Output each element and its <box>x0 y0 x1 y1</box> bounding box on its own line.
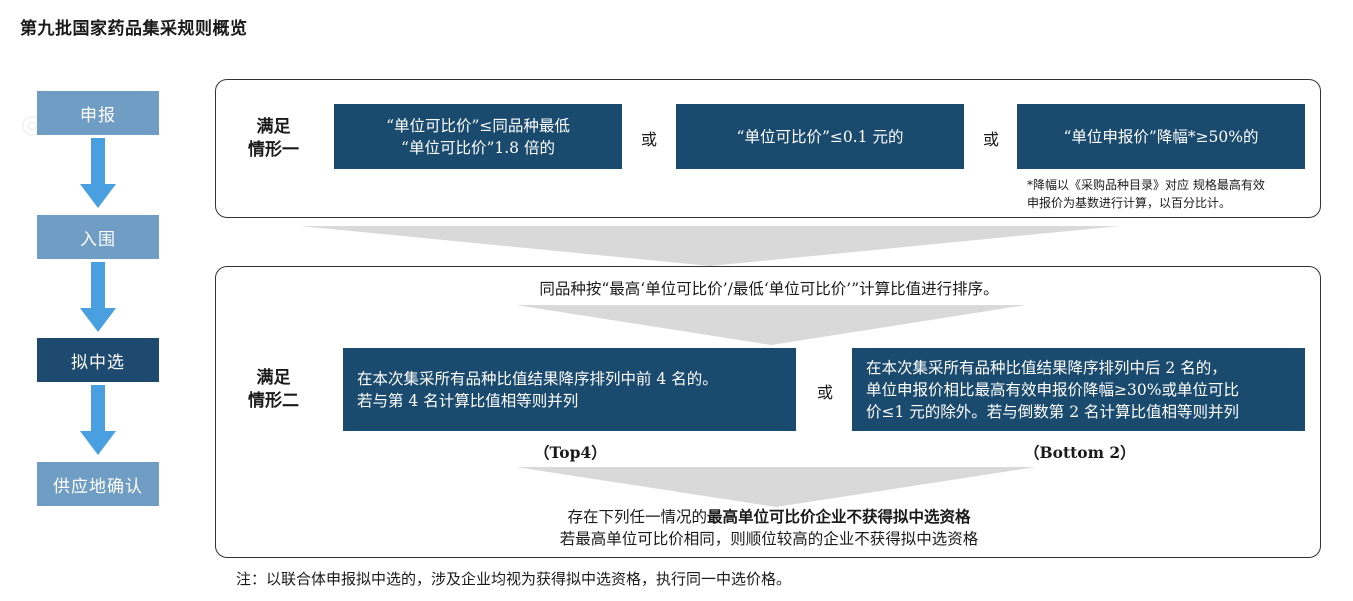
condition-label-line: 情形一 <box>248 140 299 160</box>
condition-two-label: 满足 情形二 <box>248 367 299 413</box>
condition-label-line: 情形二 <box>248 391 299 411</box>
box-text: “单位可比价”≤同品种最低 <box>386 116 570 135</box>
condition-label-line: 满足 <box>256 117 291 137</box>
box-text: 在本次集采所有品种比值结果降序排列中后 2 名的， <box>866 358 1227 377</box>
box-text: 价≤1 元的除外。若与倒数第 2 名计算比值相等则并列 <box>866 402 1239 421</box>
condition-label-line: 满足 <box>256 368 291 388</box>
result-prefix: 存在下列任一情况的 <box>567 508 707 526</box>
step-proposed-winner: 拟中选 <box>37 338 159 382</box>
top4-label: （Top4） <box>534 443 607 462</box>
condition-one-label: 满足 情形一 <box>248 116 299 162</box>
step-supply-confirm: 供应地确认 <box>37 462 159 506</box>
condition-two-panel: 同品种按“最高‘单位可比价’/最低‘单位可比价’”计算比值进行排序。 满足 情形… <box>215 266 1321 558</box>
funnel-shape <box>300 226 1120 266</box>
down-arrow-icon <box>80 138 116 208</box>
bottom2-box: 在本次集采所有品种比值结果降序排列中后 2 名的， 单位申报价相比最高有效申报价… <box>852 348 1305 431</box>
or-label: 或 <box>641 130 658 149</box>
box-text: 在本次集采所有品种比值结果降序排列中前 4 名的。 <box>357 369 718 388</box>
box-text: “单位可比价”1.8 倍的 <box>401 138 555 157</box>
down-arrow-icon <box>80 385 116 455</box>
sorting-rule: 同品种按“最高‘单位可比价’/最低‘单位可比价’”计算比值进行排序。 <box>539 280 999 298</box>
result-rule: 存在下列任一情况的最高单位可比价企业不获得拟中选资格 <box>216 505 1322 527</box>
top4-box: 在本次集采所有品种比值结果降序排列中前 4 名的。 若与第 4 名计算比值相等则… <box>343 348 796 431</box>
funnel-shape <box>516 305 1026 345</box>
result-emphasis: 最高单位可比价企业不获得拟中选资格 <box>707 507 971 526</box>
or-label: 或 <box>817 383 834 402</box>
condition-one-panel: 满足 情形一 “单位可比价”≤同品种最低 “单位可比价”1.8 倍的 或 “单位… <box>215 79 1321 218</box>
step-shortlist: 入围 <box>37 215 159 259</box>
or-label: 或 <box>983 130 1000 149</box>
funnel-shape <box>516 467 1036 507</box>
bottom2-label: （Bottom 2） <box>1024 443 1136 462</box>
box-text: 若与第 4 名计算比值相等则并列 <box>357 391 579 410</box>
result-tiebreak: 若最高单位可比价相同，则顺位较高的企业不获得拟中选资格 <box>559 530 979 548</box>
criterion-box-2: “单位可比价”≤0.1 元的 <box>676 104 964 169</box>
down-arrow-icon <box>80 262 116 332</box>
step-declare: 申报 <box>37 91 159 135</box>
criterion-box-1: “单位可比价”≤同品种最低 “单位可比价”1.8 倍的 <box>334 104 622 169</box>
note-line: *降幅以《采购品种目录》对应 规格最高有效 <box>1027 178 1265 192</box>
criterion-box-3: “单位申报价”降幅*≥50%的 <box>1017 104 1305 169</box>
box-text: 单位申报价相比最高有效申报价降幅≥30%或单位可比 <box>866 380 1239 399</box>
note-line: 申报价为基数进行计算，以百分比计。 <box>1027 196 1232 210</box>
page-title: 第九批国家药品集采规则概览 <box>20 19 248 39</box>
footnote: 注：以联合体申报拟中选的，涉及企业均视为获得拟中选资格，执行同一中选价格。 <box>236 570 792 588</box>
footnote-asterisk: *降幅以《采购品种目录》对应 规格最高有效 申报价为基数进行计算，以百分比计。 <box>1027 176 1265 212</box>
